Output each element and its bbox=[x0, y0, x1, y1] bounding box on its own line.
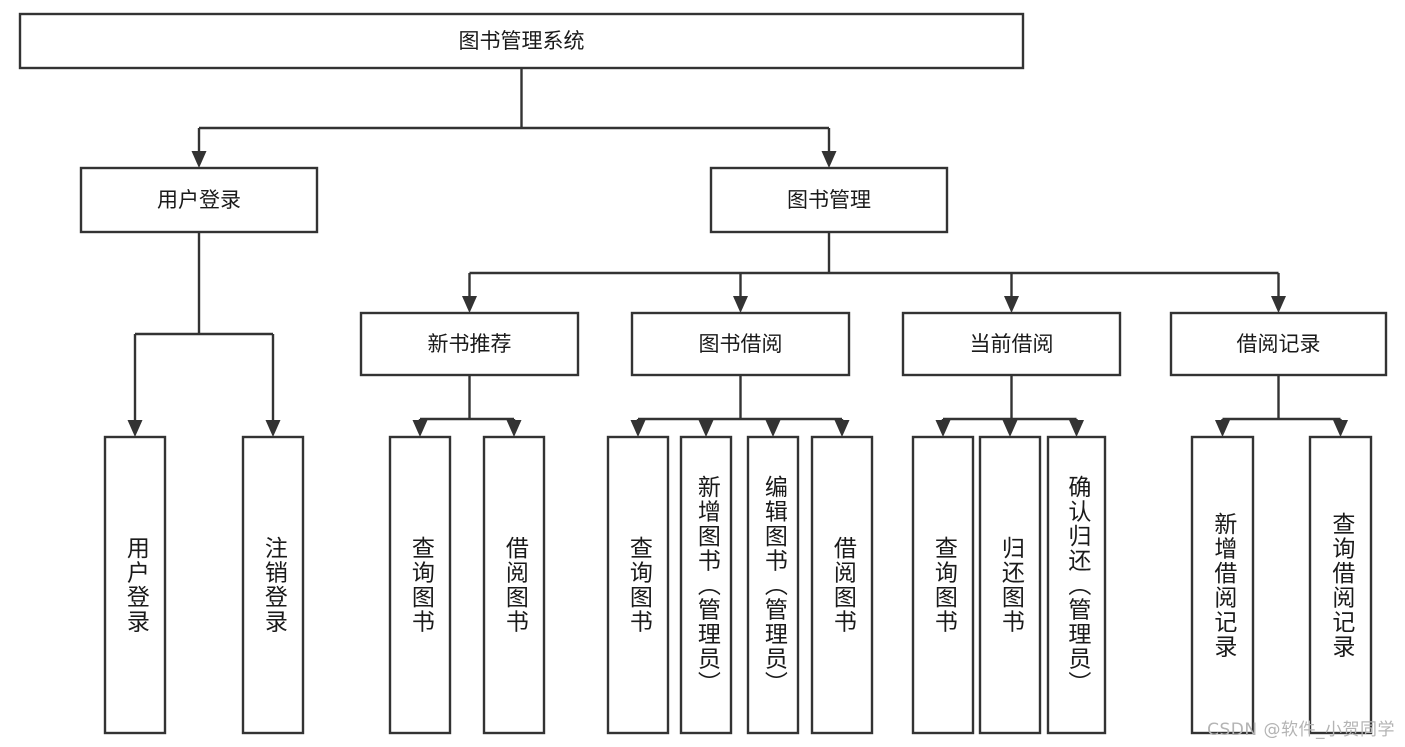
node-level3-label-1: 图书借阅 bbox=[699, 332, 783, 356]
arrow-head-icon bbox=[506, 420, 522, 437]
node-level3-2 bbox=[901, 311, 1122, 377]
node-level2-label-1: 图书管理 bbox=[787, 188, 871, 212]
arrow-head-icon bbox=[265, 420, 281, 437]
arrow-head-icon bbox=[1215, 420, 1230, 437]
arrow-head-icon bbox=[733, 296, 748, 313]
arrow-head-icon bbox=[630, 420, 646, 437]
leaf-box-5 bbox=[679, 435, 733, 735]
node-root-label: 图书管理系统 bbox=[459, 29, 585, 53]
leaf-box-10 bbox=[1046, 435, 1107, 735]
node-level2-0 bbox=[79, 166, 319, 234]
arrow-head-icon bbox=[765, 420, 781, 437]
leaf-box-0 bbox=[103, 435, 167, 735]
leaf-box-11 bbox=[1190, 435, 1255, 735]
leaf-box-4 bbox=[606, 435, 670, 735]
arrow-head-icon bbox=[1002, 420, 1018, 437]
leaf-box-1 bbox=[241, 435, 305, 735]
node-level3-0 bbox=[359, 311, 580, 377]
arrow-head-icon bbox=[1069, 420, 1084, 437]
arrow-head-icon bbox=[1004, 296, 1019, 313]
arrow-head-icon bbox=[127, 420, 143, 437]
watermark-text: CSDN @软件_小贺同学 bbox=[1207, 720, 1395, 740]
arrow-head-icon bbox=[821, 151, 837, 168]
node-level2-1 bbox=[709, 166, 949, 234]
arrow-head-icon bbox=[1333, 420, 1348, 437]
node-level3-3 bbox=[1169, 311, 1388, 377]
leaf-box-2 bbox=[388, 435, 452, 735]
arrow-head-icon bbox=[935, 420, 951, 437]
node-level3-label-0: 新书推荐 bbox=[428, 332, 512, 356]
node-boxes bbox=[18, 12, 1388, 735]
node-level3-label-3: 借阅记录 bbox=[1237, 332, 1321, 356]
node-level3-label-2: 当前借阅 bbox=[970, 332, 1054, 356]
leaf-box-9 bbox=[978, 435, 1042, 735]
arrow-head-icon bbox=[462, 296, 477, 313]
leaf-box-6 bbox=[746, 435, 800, 735]
arrow-head-icon bbox=[834, 420, 850, 437]
leaf-box-12 bbox=[1308, 435, 1373, 735]
arrow-head-icon bbox=[412, 420, 428, 437]
node-level3-1 bbox=[630, 311, 851, 377]
connector-lines bbox=[127, 68, 1348, 437]
node-level2-label-0: 用户登录 bbox=[157, 188, 241, 212]
arrow-head-icon bbox=[1271, 296, 1286, 313]
arrow-head-icon bbox=[698, 420, 714, 437]
leaf-box-8 bbox=[911, 435, 975, 735]
leaf-box-3 bbox=[482, 435, 546, 735]
leaf-box-7 bbox=[810, 435, 874, 735]
arrow-head-icon bbox=[191, 151, 207, 168]
node-root bbox=[18, 12, 1025, 70]
